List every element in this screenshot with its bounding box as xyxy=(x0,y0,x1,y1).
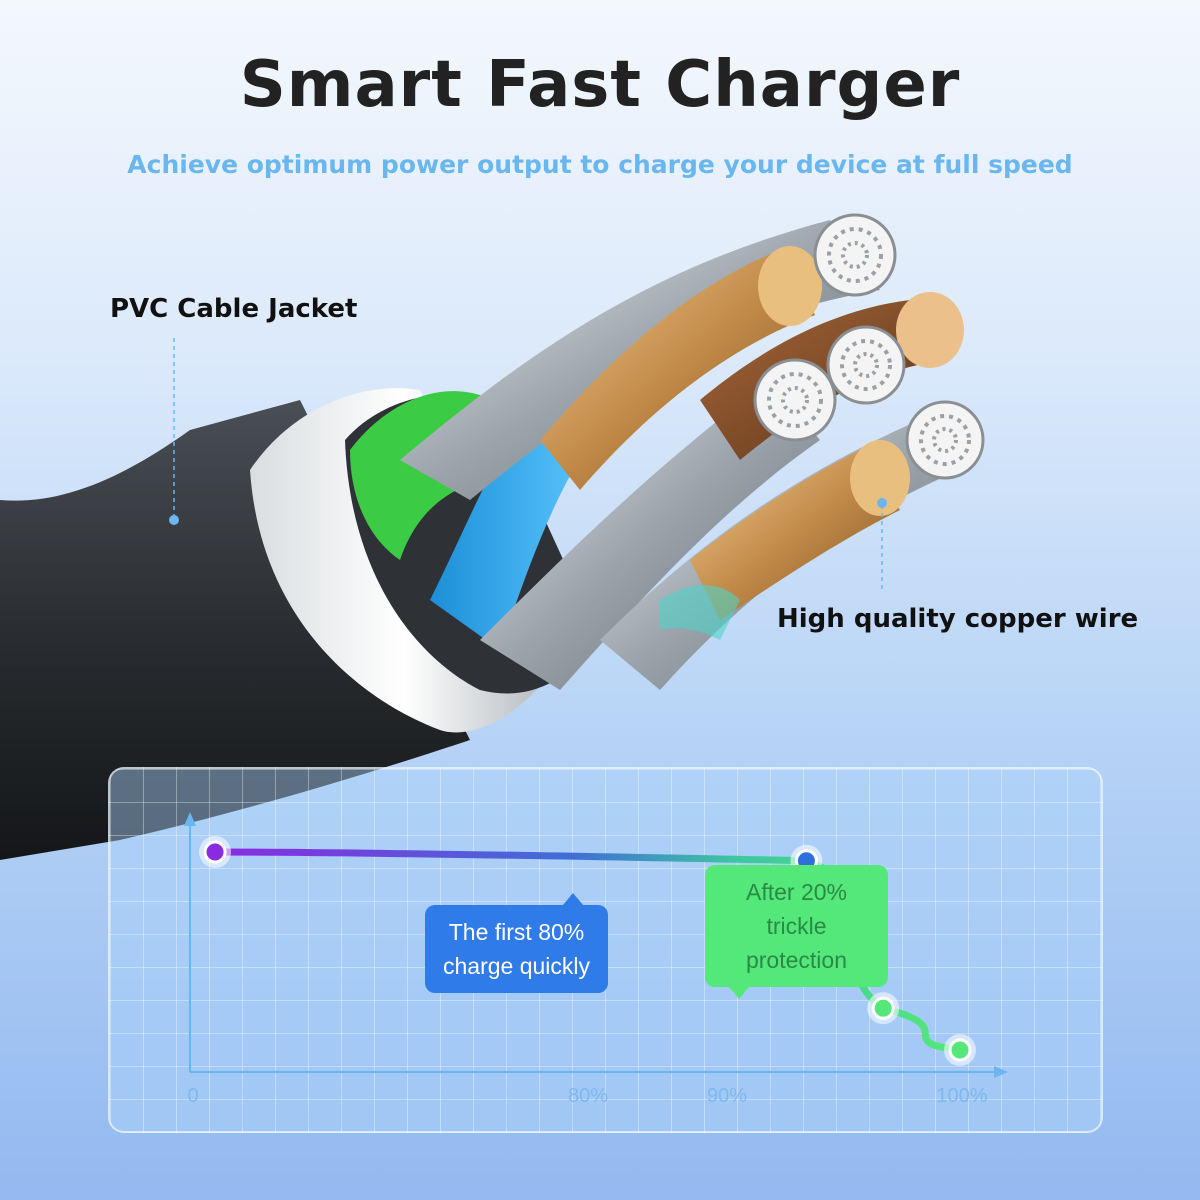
trickle-line2: trickle protection xyxy=(745,913,847,973)
x-axis-arrow xyxy=(994,1066,1008,1078)
page-title: Smart Fast Charger xyxy=(239,48,961,122)
trickle-annotation: After 20% trickle protection xyxy=(705,865,888,999)
page-subtitle: Achieve optimum power output to charge y… xyxy=(127,150,1073,179)
data-point xyxy=(948,1038,972,1062)
jacket-leader-dot xyxy=(169,515,179,525)
trickle-line1: After 20% xyxy=(746,879,847,905)
copper-leader-dot xyxy=(877,498,887,508)
x-tick-label: 100% xyxy=(936,1085,987,1107)
x-tick-label: 0 xyxy=(187,1085,198,1107)
x-tick-label: 90% xyxy=(707,1085,747,1107)
fast-charge-line2: charge quickly xyxy=(442,953,591,979)
x-tick-label: 80% xyxy=(568,1085,608,1107)
data-point xyxy=(203,840,227,864)
copper-callout: High quality copper wire xyxy=(777,604,1139,634)
fast-charge-line1: The first 80% xyxy=(448,919,585,945)
data-point xyxy=(871,996,895,1020)
fast-charge-annotation: The first 80% charge quickly xyxy=(425,893,608,993)
y-axis-arrow xyxy=(184,812,196,826)
jacket-callout: PVC Cable Jacket xyxy=(110,294,358,324)
